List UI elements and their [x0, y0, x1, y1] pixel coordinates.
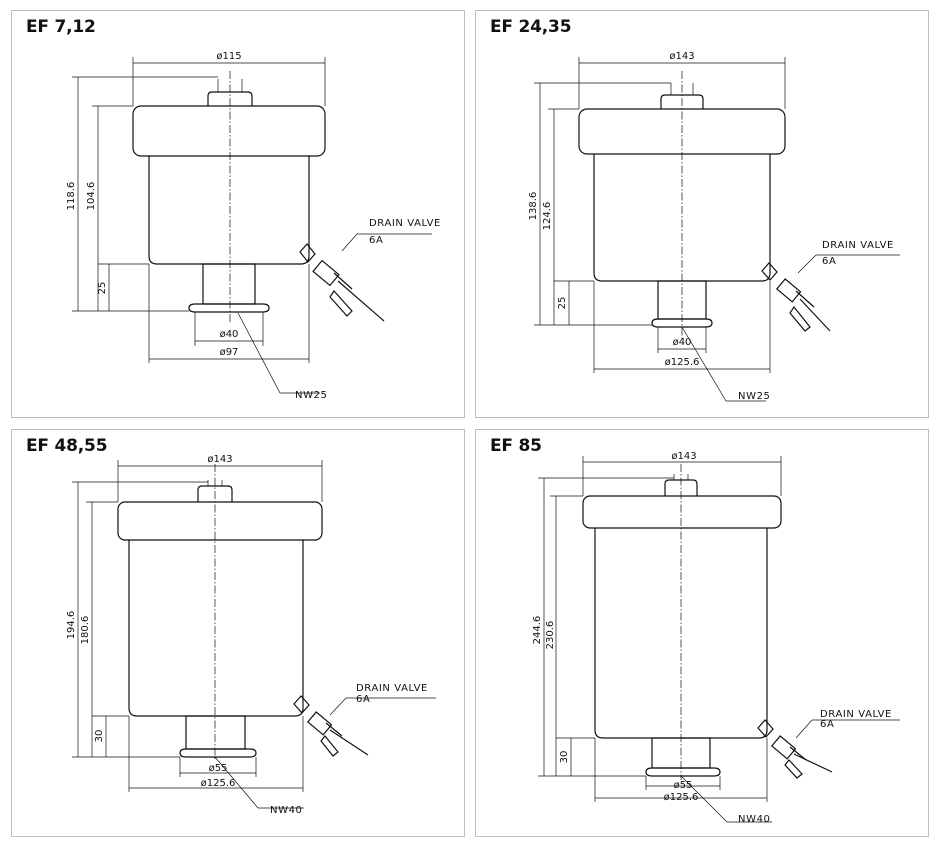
body-height-label: 180.6 [80, 616, 91, 645]
port-diameter-label: ø40 [220, 329, 239, 340]
filter-body [128, 540, 304, 717]
body-height-label: 104.6 [86, 182, 97, 211]
body-diameter-label: ø97 [220, 347, 239, 358]
outlet-pipe [657, 280, 707, 320]
port-diameter-label: ø40 [673, 337, 692, 348]
filter-drawing: ø143 194.6 180.6 30 DRAIN VALVE 6A ø55 ø… [66, 454, 436, 816]
dimension-lines [534, 57, 900, 402]
filter-cap [117, 501, 323, 541]
flange [179, 748, 257, 758]
flange-label: NW40 [738, 814, 771, 825]
top-diameter-label: ø143 [669, 51, 694, 62]
filter-cap [578, 108, 786, 155]
drain-valve [293, 695, 369, 757]
drain-valve-label: DRAIN VALVE [822, 240, 894, 251]
dimension-lines [72, 460, 436, 809]
overall-height-label: 118.6 [66, 182, 77, 211]
top-knob [197, 485, 233, 502]
drain-valve-label: DRAIN VALVE [369, 218, 441, 229]
flange [645, 767, 721, 777]
overall-height-label: 194.6 [66, 611, 77, 640]
drain-size-label: 6A [820, 719, 834, 730]
drain-valve [299, 233, 385, 322]
panel-title: EF 7,12 [26, 17, 96, 37]
top-diameter-label: ø143 [207, 454, 232, 465]
panel-ef-85: EF 85 [475, 429, 929, 837]
drain-size-label: 6A [822, 256, 836, 267]
panel-ef-7-12: EF 7,12 [11, 10, 465, 418]
flange-label: NW40 [270, 805, 303, 816]
filter-cap [582, 495, 782, 529]
overall-height-label: 244.6 [532, 616, 543, 645]
panel-title: EF 48,55 [26, 436, 108, 456]
drain-size-label: 6A [356, 694, 370, 705]
top-diameter-label: ø115 [216, 51, 241, 62]
filter-body [148, 156, 310, 265]
filter-drawing: ø143 244.6 230.6 30 DRAIN VALVE 6A ø55 ø… [532, 451, 900, 825]
body-diameter-label: ø125.6 [201, 778, 236, 789]
filter-drawing: ø115 118.6 104.6 25 DRAIN VALVE 6A ø40 ø… [66, 51, 441, 401]
flange-label: NW25 [295, 390, 328, 401]
base-height-label: 25 [557, 297, 568, 310]
base-height-label: 30 [94, 730, 105, 743]
flange-label: NW25 [738, 391, 771, 402]
dimension-lines [72, 57, 432, 394]
body-diameter-label: ø125.6 [665, 357, 700, 368]
base-height-label: 25 [97, 282, 108, 295]
top-knob [664, 479, 698, 496]
drain-valve-label: DRAIN VALVE [820, 709, 892, 720]
base-height-label: 30 [559, 751, 570, 764]
body-height-label: 230.6 [545, 621, 556, 650]
flange [188, 303, 270, 313]
outlet-pipe [202, 263, 256, 305]
body-height-label: 124.6 [542, 202, 553, 231]
top-diameter-label: ø143 [671, 451, 696, 462]
outlet-pipe [185, 715, 246, 750]
panel-title: EF 85 [490, 436, 542, 456]
drain-valve [757, 719, 833, 779]
panel-ef-24-35: EF 24,35 [475, 10, 929, 418]
overall-height-label: 138.6 [528, 192, 539, 221]
dimension-lines [538, 456, 900, 823]
panel-ef-48-55: EF 48,55 [11, 429, 465, 837]
drain-size-label: 6A [369, 235, 383, 246]
filter-cap [132, 105, 326, 157]
top-knob [207, 91, 253, 106]
port-diameter-label: ø55 [209, 763, 228, 774]
top-knob [660, 94, 704, 109]
body-diameter-label: ø125.6 [664, 792, 699, 803]
filter-drawing: ø143 138.6 124.6 25 DRAIN VALVE 6A ø40 ø… [528, 51, 900, 402]
drain-valve [761, 254, 831, 332]
port-diameter-label: ø55 [674, 780, 693, 791]
drain-valve-label: DRAIN VALVE [356, 683, 428, 694]
panel-title: EF 24,35 [490, 17, 572, 37]
